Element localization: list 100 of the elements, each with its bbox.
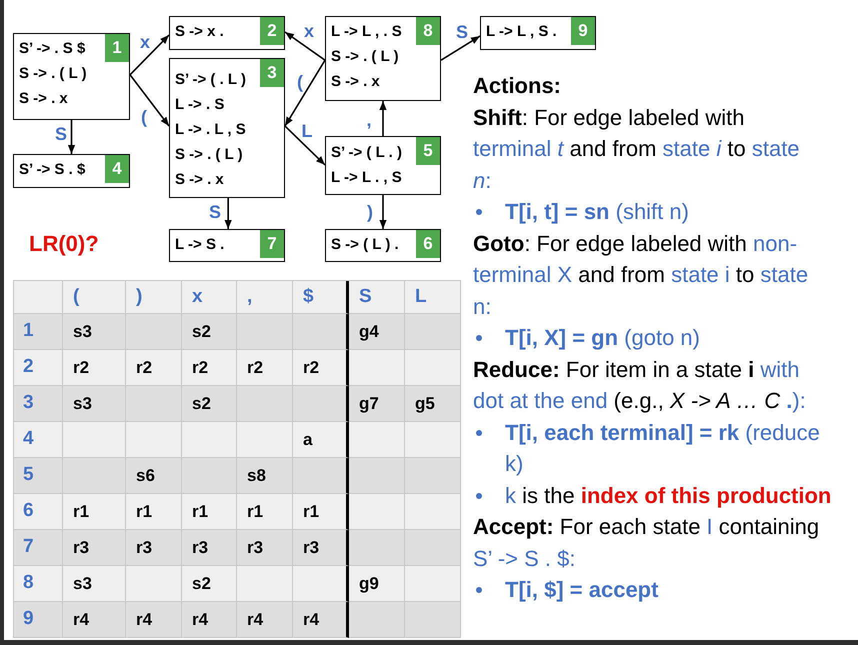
bullet-text: k is the index of this production xyxy=(505,482,832,510)
table-entry: r4 xyxy=(237,602,293,638)
table-entry: g7 xyxy=(349,386,405,422)
production-item: S -> . x xyxy=(175,170,224,190)
state-number: 6 xyxy=(416,230,440,258)
production-item: S -> ( L ) . xyxy=(331,235,399,255)
table-entry: r2 xyxy=(63,350,126,386)
column-header: ( xyxy=(63,281,126,314)
table-entry: g4 xyxy=(349,314,405,350)
table-entry: r1 xyxy=(237,494,293,530)
row-number: 2 xyxy=(14,350,63,386)
question-text: LR(0)? xyxy=(29,230,99,258)
state-number: 9 xyxy=(571,17,595,45)
table-entry: s2 xyxy=(182,566,237,602)
table-entry: g9 xyxy=(349,566,405,602)
column-header: x xyxy=(182,281,237,314)
rule-text: Goto: For edge labeled with non-terminal X and from state i to state n: xyxy=(473,230,810,320)
table-entry: s3 xyxy=(63,314,126,350)
table-entry: r3 xyxy=(237,530,293,566)
arrow xyxy=(284,31,326,61)
column-header: , xyxy=(237,281,293,314)
production-item: S’ -> ( L . ) xyxy=(331,143,402,163)
table-entry: r1 xyxy=(293,494,349,530)
row-number: 4 xyxy=(14,422,63,458)
bullet-text: T[i, X] = gn (goto n) xyxy=(505,324,700,352)
arrow xyxy=(224,198,232,229)
state-box xyxy=(325,16,441,101)
state-number: 5 xyxy=(416,137,440,165)
row-number: 6 xyxy=(14,494,63,530)
table-entry: s2 xyxy=(182,386,237,422)
production-item: S’ -> . S $ xyxy=(19,39,86,59)
row-number: 7 xyxy=(14,530,63,566)
table-entry: r2 xyxy=(237,350,293,386)
table-entry: r4 xyxy=(293,602,349,638)
production-item: S -> . ( L ) xyxy=(19,64,87,84)
state-box xyxy=(13,33,130,120)
table-entry: g5 xyxy=(405,386,461,422)
actions-heading: Actions: xyxy=(473,72,562,100)
table-entry: r3 xyxy=(293,530,349,566)
arrow xyxy=(129,34,170,76)
edge-label: L xyxy=(302,121,312,141)
table-entry: s6 xyxy=(126,458,182,494)
rule-text: Accept: For each state I containing S’ -> S . $: xyxy=(473,513,820,572)
state-number: 8 xyxy=(416,17,440,45)
edge-label: S xyxy=(456,22,468,42)
arrow xyxy=(379,101,387,136)
table-entry: r3 xyxy=(182,530,237,566)
table-entry: a xyxy=(293,422,349,458)
state-box xyxy=(13,154,130,188)
row-number: 8 xyxy=(14,566,63,602)
table-entry: r4 xyxy=(126,602,182,638)
column-header: $ xyxy=(293,281,349,314)
edge-label: ( xyxy=(141,107,147,127)
production-item: L -> S . xyxy=(175,235,224,255)
production-item: S -> . ( L ) xyxy=(175,145,243,165)
row-number: 9 xyxy=(14,602,63,638)
production-item: L -> . S xyxy=(175,95,224,115)
production-item: L -> L , . S xyxy=(331,22,402,42)
edge-label: S xyxy=(55,124,67,144)
edge-label: x xyxy=(140,32,150,52)
state-box xyxy=(480,16,596,50)
production-item: L -> . L , S xyxy=(175,120,246,140)
edge-label: S xyxy=(209,202,221,222)
state-box xyxy=(169,16,285,50)
state-box xyxy=(325,136,441,195)
column-header: L xyxy=(405,281,461,314)
table-entry: s8 xyxy=(237,458,293,494)
table-entry: r2 xyxy=(126,350,182,386)
table-entry: r1 xyxy=(182,494,237,530)
production-item: S’ -> S . $ xyxy=(19,160,86,180)
table-entry: r4 xyxy=(182,602,237,638)
state-number: 4 xyxy=(105,155,129,183)
state-box xyxy=(325,229,441,262)
table-entry: r4 xyxy=(63,602,126,638)
state-number: 7 xyxy=(260,230,284,258)
production-item: S -> x . xyxy=(175,22,224,42)
production-item: S -> . x xyxy=(19,89,68,109)
state-box xyxy=(169,229,285,262)
production-item: S -> . ( L ) xyxy=(331,47,399,67)
state-number: 3 xyxy=(260,59,284,87)
rule-text: Shift: For edge labeled with terminal t and from state i to state n: xyxy=(473,104,801,194)
state-number: 2 xyxy=(260,17,284,45)
bullet-text: T[i, each terminal] = rk (reduce k) xyxy=(505,418,821,478)
bullet-text: T[i, $] = accept xyxy=(505,576,658,604)
edge-label: , xyxy=(366,110,372,130)
table-entry: r1 xyxy=(126,494,182,530)
row-number: 3 xyxy=(14,386,63,422)
table-entry: r2 xyxy=(293,350,349,386)
row-number: 5 xyxy=(14,458,63,494)
arrow xyxy=(284,125,326,166)
table-entry: s3 xyxy=(63,386,126,422)
arrow xyxy=(284,60,326,126)
production-item: S -> . x xyxy=(331,72,380,92)
table-entry: s3 xyxy=(63,566,126,602)
table-entry: r3 xyxy=(63,530,126,566)
edge-label: ( xyxy=(297,72,303,92)
row-number: 1 xyxy=(14,314,63,350)
table-entry: s2 xyxy=(182,314,237,350)
table-entry: r2 xyxy=(182,350,237,386)
state-number: 1 xyxy=(105,34,129,62)
